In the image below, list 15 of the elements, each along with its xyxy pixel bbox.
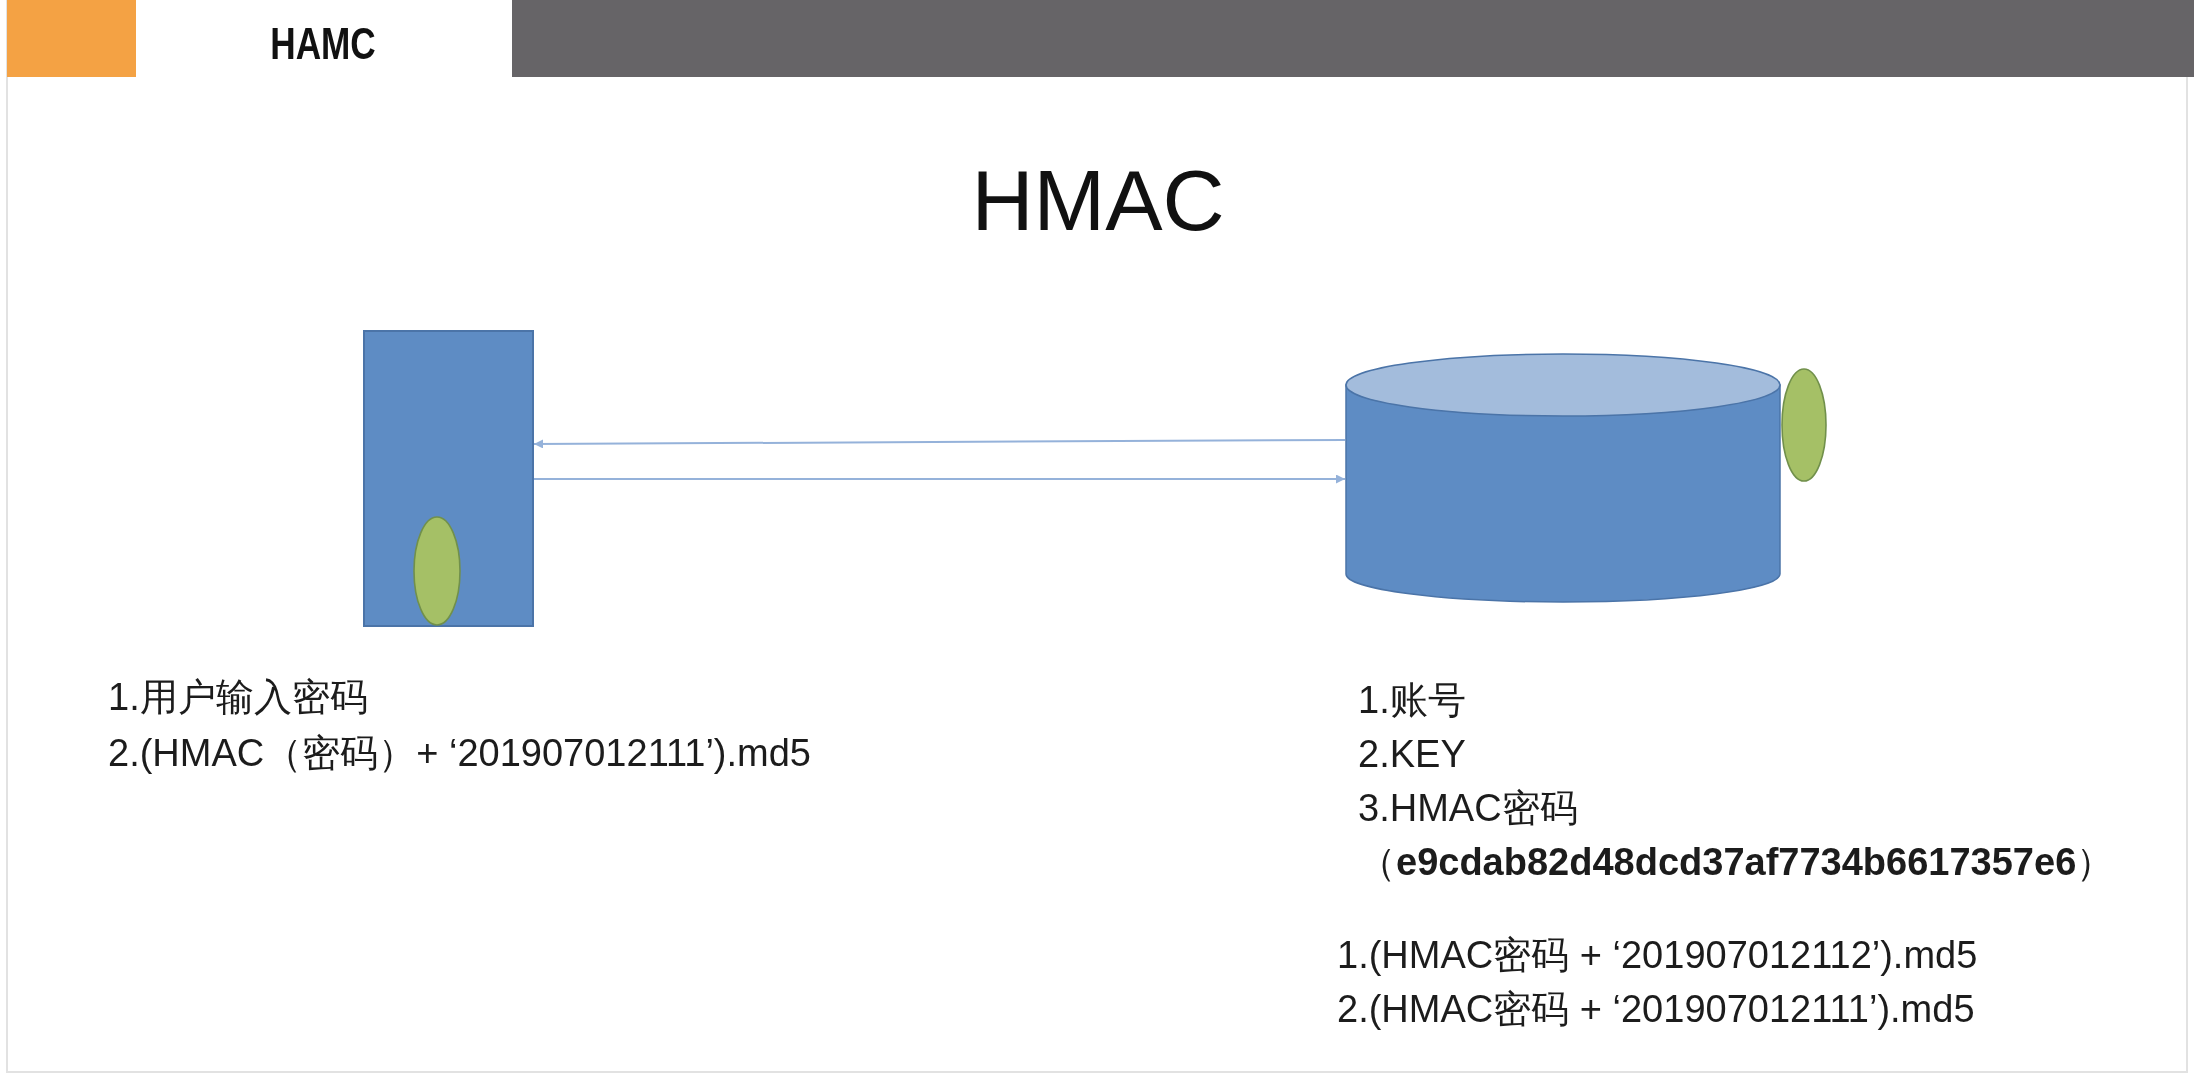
caption-line: 1.(HMAC密码 + ‘201907012112’).md5 — [1337, 933, 1978, 978]
ellipse-marker — [1781, 368, 1827, 482]
database-cylinder — [1345, 353, 1781, 603]
caption-line: 2.KEY — [1358, 732, 1466, 777]
caption-line: 3.HMAC密码（e9cdab82d48dcd37af7734b6617357e6） — [1358, 786, 2116, 885]
caption-line: 1.账号 — [1358, 678, 1466, 723]
slide-title: HMAC — [971, 152, 1225, 248]
caption-line: 1.用户输入密码 — [108, 675, 368, 720]
section-heading: HAMC — [270, 19, 376, 69]
arrow — [533, 474, 1346, 484]
caption-line: 2.(HMAC密码 + ‘201907012111’).md5 — [1337, 987, 1975, 1032]
ellipse-marker — [413, 516, 461, 626]
rectangle-node — [363, 330, 534, 627]
caption-line: 2.(HMAC（密码）+ ‘201907012111’).md5 — [108, 731, 811, 776]
arrow — [533, 439, 1346, 449]
